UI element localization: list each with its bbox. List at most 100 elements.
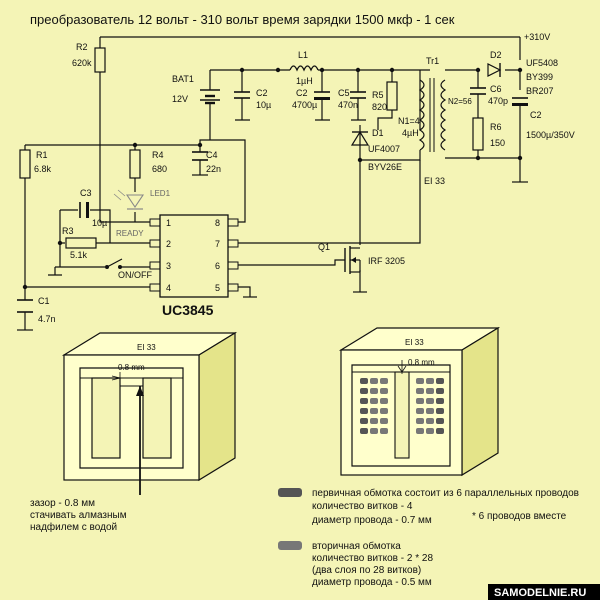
c5-value: 470n bbox=[338, 100, 358, 110]
tr1-n2: N2=56 bbox=[448, 97, 472, 106]
tr1-core: EI 33 bbox=[424, 176, 445, 186]
r3-resistor bbox=[65, 237, 97, 249]
r1-ref: R1 bbox=[36, 150, 48, 160]
legend-secondary-line-2: количество витков - 2 * 28 bbox=[312, 553, 433, 564]
r2-ref: R2 bbox=[76, 42, 88, 52]
d1-ref: D1 bbox=[372, 128, 384, 138]
c6-ref: C6 bbox=[490, 84, 502, 94]
d1-value: UF4007 bbox=[368, 144, 400, 154]
r4-ref: R4 bbox=[152, 150, 164, 160]
r6-ref: R6 bbox=[490, 122, 502, 132]
ic-pin-6: 6 bbox=[215, 261, 220, 271]
r2-resistor bbox=[94, 47, 106, 73]
ic-name: UC3845 bbox=[162, 302, 214, 318]
c2-capacitor-4700u bbox=[314, 91, 330, 100]
battery-symbol bbox=[200, 89, 220, 105]
c2a-ref: C2 bbox=[256, 88, 268, 98]
output-voltage-label: +310V bbox=[524, 32, 550, 42]
c5-ref: C5 bbox=[338, 88, 350, 98]
c2out-ref: C2 bbox=[530, 110, 542, 120]
left-core-gap: 0.8 mm bbox=[118, 363, 145, 372]
r5-value: 820 bbox=[372, 102, 387, 112]
ic-pin-7: 7 bbox=[215, 239, 220, 249]
left-core-drawing bbox=[61, 331, 238, 482]
tr1-transformer bbox=[418, 78, 447, 152]
legend-primary-line-1: первичная обмотка состоит из 6 параллель… bbox=[312, 487, 579, 499]
junction-dots bbox=[22, 67, 523, 290]
on-off-switch bbox=[105, 258, 123, 269]
r5-resistor bbox=[386, 81, 398, 111]
c1-ref: C1 bbox=[38, 296, 50, 306]
ic-pin-5: 5 bbox=[215, 283, 220, 293]
c6-capacitor bbox=[470, 87, 486, 102]
bat1-value: 12V bbox=[172, 94, 188, 104]
site-watermark: SAMODELNIE.RU bbox=[494, 587, 586, 599]
c3-value: 10µ bbox=[92, 218, 107, 228]
led1-ref: LED1 bbox=[150, 189, 171, 198]
legend-secondary-swatch bbox=[278, 541, 302, 550]
c2out-value: 1500µ/350V bbox=[526, 130, 575, 140]
ic-pin-2: 2 bbox=[166, 239, 171, 249]
r2-value: 620k bbox=[72, 58, 92, 68]
c2a-value: 10µ bbox=[256, 100, 271, 110]
q1-mosfet bbox=[344, 246, 361, 274]
c3-ref: C3 bbox=[80, 188, 92, 198]
led1-ready-label: READY bbox=[116, 229, 144, 238]
ic-pin-8: 8 bbox=[215, 218, 220, 228]
c3-capacitor bbox=[79, 202, 89, 218]
q1-value: IRF 3205 bbox=[368, 256, 405, 266]
ic-pin-1: 1 bbox=[166, 218, 171, 228]
led1-diode bbox=[113, 189, 145, 210]
c4-capacitor bbox=[192, 151, 208, 161]
c4-value: 22n bbox=[206, 164, 221, 174]
uc3845-ic bbox=[149, 214, 239, 298]
r6-value: 150 bbox=[490, 138, 505, 148]
r6-resistor bbox=[472, 117, 484, 151]
gap-note-line-3: надфилем с водой bbox=[30, 521, 117, 533]
r3-ref: R3 bbox=[62, 226, 74, 236]
d2-alt-1: UF5408 bbox=[526, 58, 558, 68]
c2b-value: 4700µ bbox=[292, 100, 317, 110]
l1-ref: L1 bbox=[298, 50, 308, 60]
right-core-drawing bbox=[338, 326, 501, 477]
c1-capacitor bbox=[17, 299, 33, 313]
r1-value: 6.8k bbox=[34, 164, 52, 174]
legend-secondary-line-3: (два слоя по 28 витков) bbox=[312, 565, 421, 576]
legend-primary-line-4: * 6 проводов вместе bbox=[472, 511, 567, 522]
c2-capacitor-10u bbox=[234, 91, 250, 99]
tr1-ref: Tr1 bbox=[426, 56, 439, 66]
ic-pin-4: 4 bbox=[166, 283, 171, 293]
c4-ref: C4 bbox=[206, 150, 218, 160]
r4-resistor bbox=[129, 149, 141, 179]
wiring bbox=[17, 36, 528, 331]
d1-alt: BYV26E bbox=[368, 162, 402, 172]
d2-alt-2: BY399 bbox=[526, 72, 553, 82]
gap-note-arrowhead bbox=[136, 386, 144, 396]
r3-value: 5.1k bbox=[70, 250, 88, 260]
ic-pin-3: 3 bbox=[166, 261, 171, 271]
c5-capacitor bbox=[350, 91, 366, 99]
c2b-ref: C2 bbox=[296, 88, 308, 98]
r5-ref: R5 bbox=[372, 90, 384, 100]
site-watermark-bg bbox=[488, 584, 600, 600]
r1-resistor bbox=[19, 149, 31, 179]
legend-primary-swatch bbox=[278, 488, 302, 497]
l1-value: 1µH bbox=[296, 76, 313, 86]
switch-label: ON/OFF bbox=[118, 270, 152, 280]
bat1-ref: BAT1 bbox=[172, 74, 194, 84]
l1-inductor bbox=[289, 65, 319, 72]
legend-primary-line-2: количество витков - 4 bbox=[312, 501, 413, 512]
gap-note-line-2: стачивать алмазным bbox=[30, 510, 127, 521]
d1-diode bbox=[350, 130, 370, 146]
q1-ref: Q1 bbox=[318, 242, 330, 252]
d2-diode bbox=[487, 63, 502, 77]
r4-value: 680 bbox=[152, 164, 167, 174]
d2-alt-3: BR207 bbox=[526, 86, 554, 96]
d2-ref: D2 bbox=[490, 50, 502, 60]
legend-primary-line-3: диаметр провода - 0.7 мм bbox=[312, 515, 432, 526]
c1-value: 4.7n bbox=[38, 314, 56, 324]
left-core-label: EI 33 bbox=[137, 343, 156, 352]
tr1-n1: N1=4 bbox=[398, 116, 420, 126]
